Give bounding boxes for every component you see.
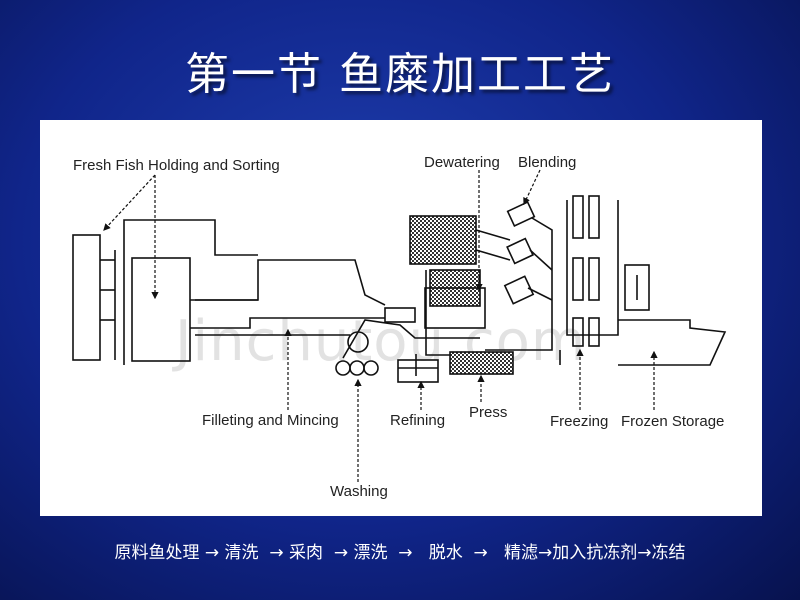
diagram-svg: Jinchutou.com bbox=[72, 154, 727, 500]
freezing-unit bbox=[566, 195, 619, 347]
washing-rollers bbox=[335, 307, 480, 376]
label-blending: Blending bbox=[518, 154, 576, 171]
slide-title: 第一节 鱼糜加工工艺 bbox=[185, 49, 615, 100]
label-frozen-storage: Frozen Storage bbox=[621, 413, 724, 430]
label-dewatering: Dewatering bbox=[424, 154, 500, 171]
label-press: Press bbox=[469, 404, 507, 421]
process-flow-text: 原料鱼处理 → 清洗 → 采肉 → 漂洗 → 脱水 → 精滤→加入抗冻剂→冻结 bbox=[114, 543, 686, 563]
label-washing: Washing bbox=[330, 483, 388, 500]
surimi-process-diagram: Jinchutou.com bbox=[40, 120, 762, 516]
holding-rack bbox=[72, 234, 116, 361]
blending-mixers bbox=[485, 201, 561, 365]
label-refining: Refining bbox=[390, 412, 445, 429]
frozen-storage bbox=[618, 264, 727, 366]
filleting-machine bbox=[190, 259, 386, 336]
label-freezing: Freezing bbox=[550, 413, 608, 430]
watermark: Jinchutou.com bbox=[172, 309, 586, 374]
dewatering-unit bbox=[409, 215, 511, 356]
refining-press bbox=[397, 351, 514, 383]
label-fresh-fish: Fresh Fish Holding and Sorting bbox=[73, 157, 280, 174]
label-filleting: Filleting and Mincing bbox=[202, 412, 339, 429]
